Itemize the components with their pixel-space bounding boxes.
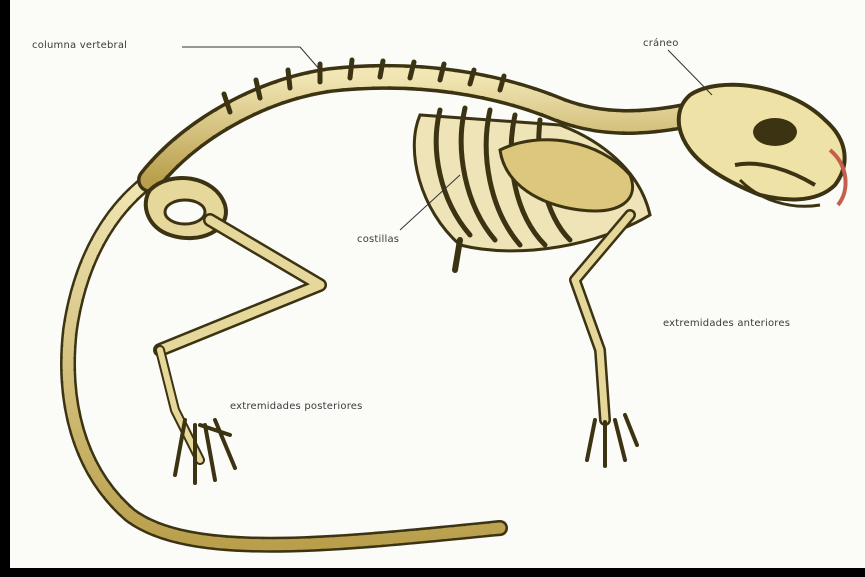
label-ribs: costillas	[357, 234, 399, 245]
hind-limb-bones	[160, 220, 320, 483]
label-hindlimbs: extremidades posteriores	[230, 401, 363, 412]
label-spine: columna vertebral	[32, 40, 127, 51]
skull	[679, 85, 846, 206]
tail-vertebrae	[68, 180, 500, 545]
label-skull: cráneo	[643, 38, 679, 49]
label-forelimbs: extremidades anteriores	[663, 318, 790, 329]
fore-limb-bones	[575, 215, 637, 466]
